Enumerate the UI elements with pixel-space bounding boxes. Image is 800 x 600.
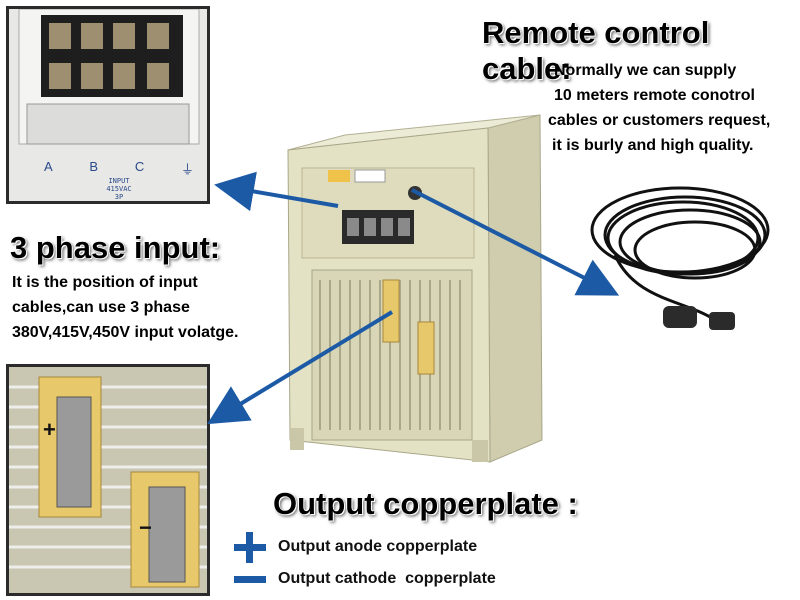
remote-line-2: 10 meters remote conotrol xyxy=(554,87,755,104)
input-terminal-photo xyxy=(9,9,207,201)
minus-mark-icon: − xyxy=(139,515,152,540)
plus-mark-icon: + xyxy=(43,417,56,442)
panel-text-phase: 3P xyxy=(114,193,124,201)
input-line-3: 380V,415V,450V input volatge. xyxy=(12,324,239,341)
phase-label-b: B xyxy=(89,159,99,174)
remote-line-4: it is burly and high quality. xyxy=(552,137,754,154)
output-copperplate-inset: + − xyxy=(6,364,210,596)
input-line-1: It is the position of input xyxy=(12,274,198,291)
input-description: It is the position of input cables,can u… xyxy=(12,270,292,345)
arrow-to-cable xyxy=(411,188,620,296)
input-terminal-inset: A B C ⏚ INPUT 415VAC 3P xyxy=(6,6,210,204)
anode-legend-row: Output anode copperplate xyxy=(232,532,478,563)
anode-label: Output anode copperplate xyxy=(278,538,478,555)
cathode-label: Output cathode copperplate xyxy=(278,570,496,587)
ground-symbol-icon: ⏚ xyxy=(180,162,194,177)
arrow-to-output-inset xyxy=(207,310,394,425)
output-title: Output copperplate : xyxy=(273,486,578,521)
phase-label-c: C xyxy=(134,159,145,174)
panel-text-input: INPUT xyxy=(108,177,130,185)
panel-text-voltage: 415VAC xyxy=(106,185,132,193)
remote-control-cable-photo xyxy=(590,186,770,330)
remote-line-1: Normally we can supply xyxy=(554,62,737,79)
output-copperplate-photo xyxy=(9,367,207,593)
remote-line-3: cables or customers request, xyxy=(548,112,771,129)
cathode-legend-row: Output cathode copperplate xyxy=(232,564,496,594)
phase-label-a: A xyxy=(44,159,53,174)
rectifier-cabinet-photo xyxy=(287,114,543,463)
arrow-to-input-inset xyxy=(214,171,339,212)
input-title: 3 phase input: xyxy=(10,230,221,265)
input-line-2: cables,can use 3 phase xyxy=(12,299,190,316)
remote-cable-title: Remote control cable: xyxy=(482,15,710,86)
minus-icon xyxy=(232,564,268,594)
plus-icon xyxy=(232,532,268,563)
remote-cable-description: Normally we can supply 10 meters remote … xyxy=(548,58,800,158)
